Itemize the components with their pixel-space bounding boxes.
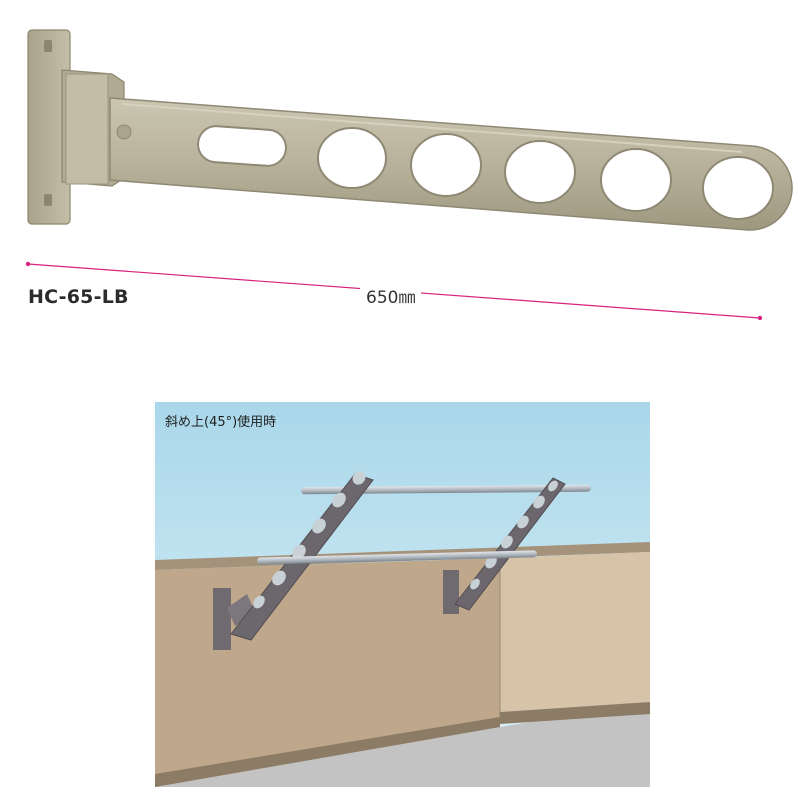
hinge-block xyxy=(61,69,125,187)
arm-hole xyxy=(600,148,672,212)
baseboard xyxy=(500,702,650,724)
arm-hole xyxy=(504,140,576,204)
wall-side xyxy=(500,552,650,712)
arm-slot xyxy=(197,125,287,167)
arm-hole xyxy=(702,156,774,220)
balcony-illustration xyxy=(155,402,650,787)
hanging-rod-back xyxy=(301,484,591,495)
arm-hole xyxy=(410,133,482,197)
model-number: HC-65-LB xyxy=(28,286,129,308)
arm-hole xyxy=(317,127,387,189)
scene-caption: 斜め上(45°)使用時 xyxy=(165,415,277,430)
hanger-arm xyxy=(109,97,793,231)
floor xyxy=(155,702,650,787)
length-dimension-label: 650㎜ xyxy=(360,283,422,308)
hanging-rod-front xyxy=(257,550,537,565)
usage-scene: 斜め上(45°)使用時 xyxy=(155,402,650,787)
right-hanger-arm xyxy=(443,477,566,614)
